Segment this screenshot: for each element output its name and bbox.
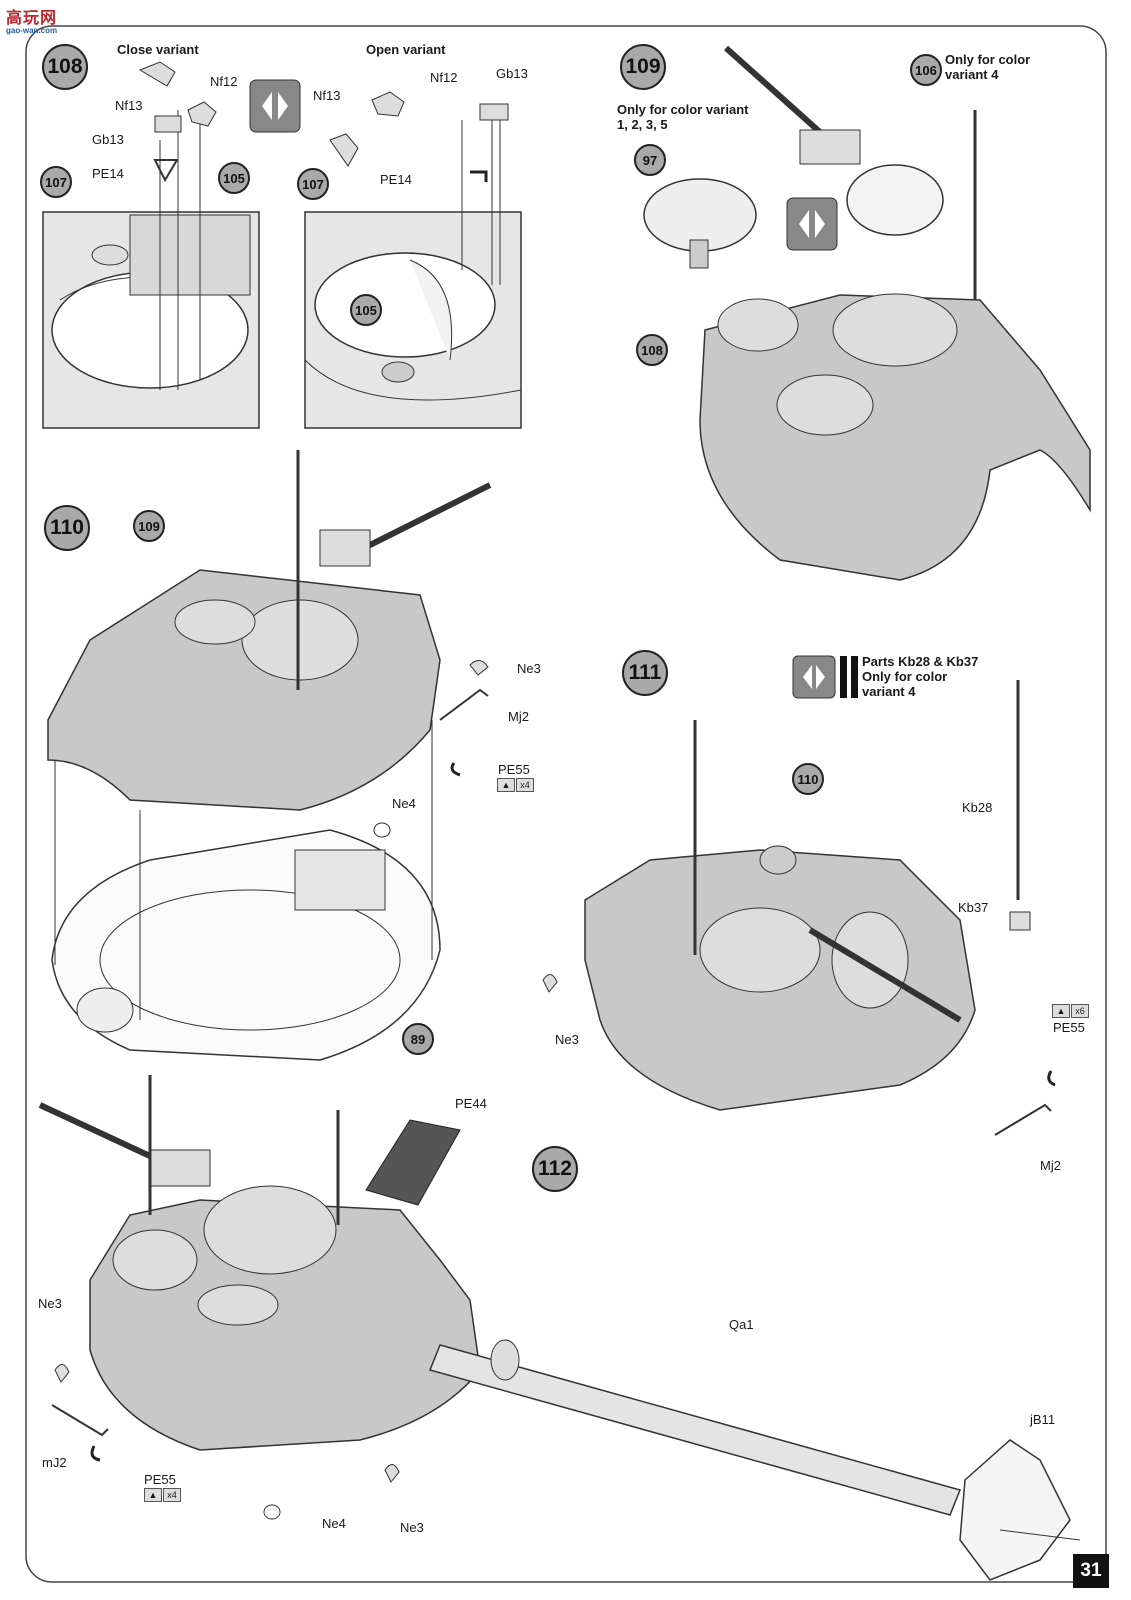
- step109-diagram: [643, 45, 1091, 581]
- part-label-ne4-112: Ne4: [322, 1516, 346, 1531]
- page-frame: [25, 25, 1107, 1583]
- site-logo: 高玩网 gao-wan.com: [6, 4, 57, 35]
- step-112-number: 112: [532, 1146, 578, 1192]
- part-label-kb28: Kb28: [962, 800, 993, 815]
- part-label-pe14-open: PE14: [380, 172, 412, 187]
- part-label-kb37: Kb37: [958, 900, 989, 915]
- pe55-quantity: x4: [163, 1488, 181, 1502]
- site-logo-text: 高玩网: [6, 10, 58, 27]
- ref-109: 109: [133, 510, 165, 542]
- part-label-mj2-110: Mj2: [508, 709, 529, 724]
- part-label-ne3-110: Ne3: [517, 661, 541, 676]
- part-label-mj2-112: mJ2: [42, 1455, 67, 1470]
- note-kb-body: Only for color variant 4: [862, 669, 948, 699]
- part-label-pe14-close: PE14: [92, 166, 124, 181]
- part-label-gb13-open: Gb13: [496, 66, 528, 81]
- part-label-nf12-close: Nf12: [210, 74, 238, 89]
- ref-97: 97: [634, 144, 666, 176]
- part-label-ne4-110: Ne4: [392, 796, 416, 811]
- step-108-number: 108: [42, 44, 88, 90]
- ref-106: 106: [910, 54, 942, 86]
- open-variant-heading: Open variant: [366, 42, 446, 57]
- ref-89: 89: [402, 1023, 434, 1055]
- ref-107-left: 107: [40, 166, 72, 198]
- part-label-pe44: PE44: [455, 1096, 487, 1111]
- pe55-quantity-badge-111: ▲ x6: [1052, 1004, 1089, 1018]
- ref-107-right: 107: [297, 168, 329, 200]
- part-label-nf12-open: Nf12: [430, 70, 458, 85]
- close-variant-heading: Close variant: [117, 42, 199, 57]
- step112-diagram: [38, 1075, 1081, 1581]
- part-label-ne3-112-bottom: Ne3: [400, 1520, 424, 1535]
- step110-diagram: [47, 450, 492, 1061]
- note-kb-title: Parts Kb28 & Kb37: [862, 654, 979, 669]
- part-label-nf13-close: Nf13: [115, 98, 143, 113]
- part-label-pe55-110: PE55: [498, 762, 530, 777]
- site-logo-url: gao-wan.com: [6, 26, 58, 35]
- pe55-quantity: x4: [516, 778, 534, 792]
- photo-etch-icon: ▲: [1052, 1004, 1070, 1018]
- ref-108: 108: [636, 334, 668, 366]
- pe55-quantity-badge-112: ▲ x4: [144, 1488, 181, 1502]
- page-number: 31: [1073, 1554, 1109, 1588]
- note-variant-1235: Only for color variant 1, 2, 3, 5: [617, 102, 749, 132]
- step-109-number: 109: [620, 44, 666, 90]
- part-label-jb11: jB11: [1030, 1412, 1056, 1427]
- ref-110: 110: [792, 763, 824, 795]
- part-label-ne3-112-left: Ne3: [38, 1296, 62, 1311]
- note-variant-4: Only for color variant 4: [945, 52, 1031, 82]
- photo-etch-icon: ▲: [497, 778, 515, 792]
- step111-diagram: [542, 655, 1056, 1136]
- step108-diagram: [42, 61, 522, 429]
- part-label-mj2-111: Mj2: [1040, 1158, 1061, 1173]
- ref-105-left: 105: [218, 162, 250, 194]
- part-label-nf13-open: Nf13: [313, 88, 341, 103]
- step-110-number: 110: [44, 505, 90, 551]
- part-label-qa1: Qa1: [729, 1317, 754, 1332]
- ref-105-right: 105: [350, 294, 382, 326]
- pe55-quantity-badge-110: ▲ x4: [497, 778, 534, 792]
- pe55-quantity: x6: [1071, 1004, 1089, 1018]
- step-111-number: 111: [622, 650, 668, 696]
- part-label-gb13-close: Gb13: [92, 132, 124, 147]
- part-label-pe55-111: PE55: [1053, 1020, 1085, 1035]
- part-label-ne3-111: Ne3: [555, 1032, 579, 1047]
- part-label-pe55-112: PE55: [144, 1472, 176, 1487]
- photo-etch-icon: ▲: [144, 1488, 162, 1502]
